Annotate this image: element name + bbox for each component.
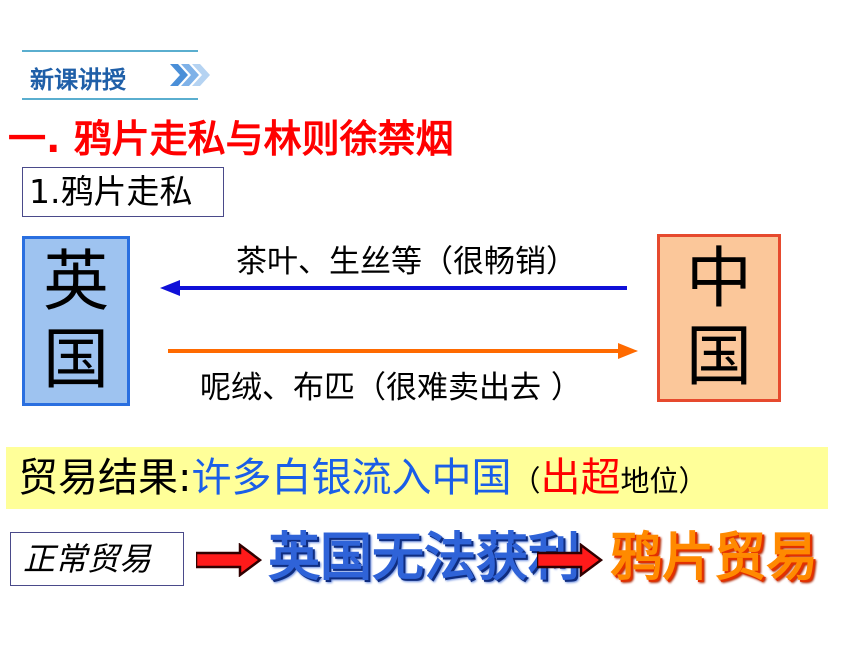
section-subtitle: 1.鸦片走私 (22, 167, 224, 217)
britain-no-profit-text: 英国无法获利 (268, 528, 581, 588)
china-char-2: 国 (686, 318, 752, 395)
export-goods-label: 茶叶、生丝等（很畅销） (236, 244, 577, 280)
flow-arrow-2-icon (537, 543, 603, 577)
section-tag: 新课讲授 (22, 50, 210, 100)
opium-trade-text: 鸦片贸易 (610, 528, 819, 588)
result-value: 许多白银流入中国 (191, 455, 512, 501)
result-paren-open: （ (511, 464, 541, 498)
tag-bottom-line (22, 98, 198, 100)
arrow-china-to-britain (160, 280, 627, 296)
result-label: 贸易结果 (18, 455, 178, 501)
double-chevron-icon (170, 64, 210, 86)
china-char-1: 中 (686, 240, 752, 317)
result-colon: : (178, 455, 192, 501)
result-paren-close: ） (678, 464, 708, 498)
section-tag-label: 新课讲授 (30, 66, 126, 94)
lesson-title: 一. 鸦片走私与林则徐禁烟 (8, 117, 454, 161)
normal-trade-box: 正常贸易 (10, 532, 184, 586)
china-box: 中 国 (657, 234, 781, 402)
britain-char-2: 国 (43, 321, 109, 398)
tag-top-line (22, 50, 198, 52)
result-highlight: 出超 (540, 455, 621, 501)
result-suffix: 地位 (620, 464, 679, 498)
britain-box: 英 国 (22, 236, 130, 406)
trade-result-banner: 贸易结果:许多白银流入中国（出超地位） (6, 447, 828, 509)
britain-char-1: 英 (43, 243, 109, 320)
arrow-britain-to-china (168, 343, 638, 359)
flow-arrow-1-icon (196, 543, 262, 577)
import-goods-label: 呢绒、布匹（很难卖出去 ） (200, 370, 582, 406)
